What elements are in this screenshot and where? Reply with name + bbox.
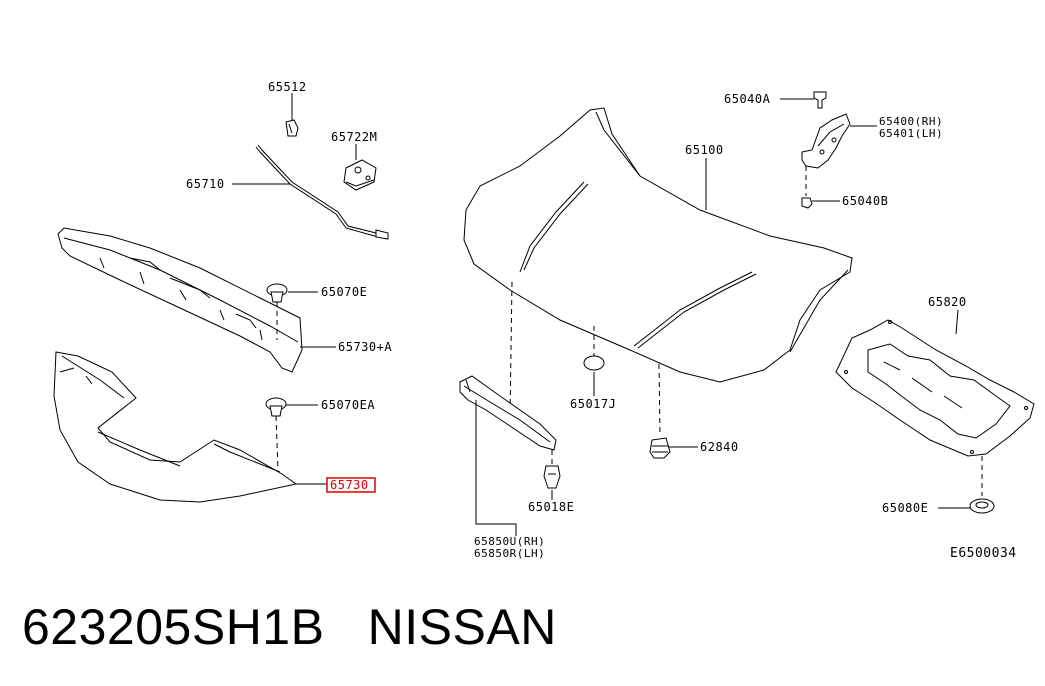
clip-65070ea	[265, 397, 287, 417]
hinge-bolt	[813, 91, 827, 109]
callout-65040a: 65040A	[724, 92, 771, 106]
stay-rod-clip	[285, 119, 299, 137]
callout-62840: 62840	[700, 440, 739, 454]
callout-65070e: 65070E	[321, 285, 367, 299]
stay-rod-holder	[343, 159, 377, 191]
callout-65400rh: 65400(RH)	[879, 115, 943, 128]
radiator-core-seal	[57, 227, 303, 373]
callout-highlight-box	[326, 477, 376, 493]
callout-65070ea: 65070EA	[321, 398, 375, 412]
callout-65820: 65820	[928, 295, 967, 309]
callout-65850u-rh: 65850U(RH)	[474, 535, 545, 548]
hood-seal	[459, 375, 557, 451]
callout-65100: 65100	[685, 143, 724, 157]
part-title: 623205SH1B NISSAN	[22, 598, 557, 656]
hood-panel	[463, 107, 853, 383]
callout-65080e: 65080E	[882, 501, 928, 515]
hood-bumper-pad	[583, 355, 605, 371]
callout-65018e: 65018E	[528, 500, 574, 514]
lower-cover	[53, 351, 298, 503]
diagram-code: E6500034	[950, 546, 1017, 561]
brand-name: NISSAN	[367, 599, 557, 655]
clip-65080e	[969, 498, 995, 514]
callout-65722m: 65722M	[331, 130, 377, 144]
hinge-nut	[801, 197, 813, 209]
hood-insulator	[835, 319, 1035, 457]
callout-65040b: 65040B	[842, 194, 888, 208]
callout-65730a: 65730+A	[338, 340, 392, 354]
callout-65017j: 65017J	[570, 397, 616, 411]
leader-lines	[232, 93, 970, 536]
callout-65850r-lh: 65850R(LH)	[474, 547, 545, 560]
hood-stay-rod	[255, 144, 389, 240]
callout-65401lh: 65401(LH)	[879, 127, 943, 140]
hood-hinge	[801, 113, 851, 169]
callout-labels: 65512 65722M 65710 65070E 65730+A 65070E…	[186, 80, 1017, 561]
clip-65070e	[266, 283, 288, 303]
clip-65018e	[543, 465, 561, 489]
part-number: 623205SH1B	[22, 599, 325, 655]
callout-65730[interactable]: 65730	[330, 478, 369, 492]
callout-65710: 65710	[186, 177, 225, 191]
callout-65512: 65512	[268, 80, 307, 94]
hood-bumper	[649, 437, 671, 459]
